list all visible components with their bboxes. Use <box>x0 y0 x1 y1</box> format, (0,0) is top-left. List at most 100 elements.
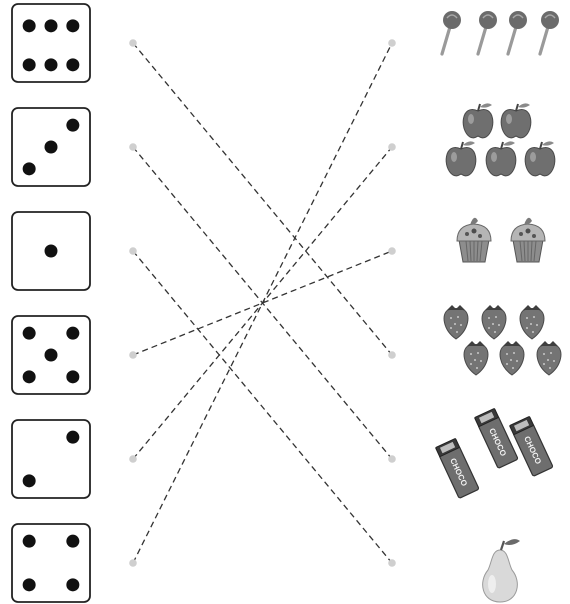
lollipop-candy <box>443 11 461 29</box>
lollipop-icon <box>540 11 559 54</box>
strawberry-seed <box>494 331 496 333</box>
strawberry-seed <box>488 317 490 319</box>
die-pip <box>66 119 79 132</box>
right-dot-3 <box>388 247 396 255</box>
strawberry-seed <box>550 352 552 354</box>
connection-line-6 <box>133 43 392 563</box>
connection-line-3 <box>133 251 392 563</box>
cupcake-icon <box>457 218 491 262</box>
strawberry-icon <box>500 341 524 375</box>
right-dot-4 <box>388 351 396 359</box>
lollipop-candy <box>479 11 497 29</box>
strawberry-leaves <box>467 341 485 346</box>
die-pip <box>66 327 79 340</box>
apple-body <box>463 110 493 138</box>
chocolate-bar-icon: CHOCO <box>510 416 554 476</box>
strawberry-seed <box>488 327 490 329</box>
die-pip <box>45 19 58 32</box>
cupcake-icon <box>511 218 545 262</box>
strawberry-seed <box>480 360 482 362</box>
picture-group-3-cupcake <box>457 218 545 262</box>
die-pip <box>23 474 36 487</box>
strawberry-body <box>482 309 506 340</box>
lollipop-icon <box>508 11 527 54</box>
apple-leaf <box>480 103 492 107</box>
left-dot-3 <box>129 247 137 255</box>
apple-body <box>501 110 531 138</box>
right-dot-2 <box>388 143 396 151</box>
strawberry-seed <box>474 359 476 361</box>
pear-leaf <box>504 539 520 545</box>
cupcake-cherry <box>526 229 531 234</box>
strawberry-seed <box>470 353 472 355</box>
picture-group-4-strawberry <box>444 305 561 375</box>
strawberry-seed <box>477 352 479 354</box>
strawberry-body <box>444 309 468 340</box>
cupcake-sprinkle <box>465 232 469 236</box>
strawberry-icon <box>537 341 561 375</box>
strawberry-leaves <box>485 305 503 310</box>
die-pip <box>23 578 36 591</box>
strawberry-seed <box>506 353 508 355</box>
apple-shine <box>451 152 457 162</box>
apple-shine <box>530 152 536 162</box>
apple-leaf <box>518 103 530 107</box>
cupcake-sprinkle <box>532 234 536 238</box>
apple-leaf <box>463 141 475 145</box>
strawberry-seed <box>512 367 514 369</box>
die-5 <box>12 420 90 498</box>
chocolate-bar: CHOCO <box>510 416 554 476</box>
strawberry-seed <box>536 324 538 326</box>
connection-line-1 <box>133 43 392 355</box>
die-pip <box>45 349 58 362</box>
strawberry-seed <box>513 352 515 354</box>
die-3 <box>12 212 90 290</box>
apple-leaf <box>503 141 515 145</box>
apple-leaf <box>542 141 554 145</box>
chocolate-bar-icon: CHOCO <box>475 408 519 468</box>
strawberry-seed <box>533 316 535 318</box>
die-pip <box>66 19 79 32</box>
strawberry-icon <box>482 305 506 339</box>
strawberry-leaves <box>503 341 521 346</box>
dice-column <box>12 4 90 602</box>
strawberry-leaves <box>523 305 541 310</box>
left-dot-2 <box>129 143 137 151</box>
die-4 <box>12 316 90 394</box>
strawberry-seed <box>476 367 478 369</box>
strawberry-seed <box>454 323 456 325</box>
pear-icon <box>483 539 520 602</box>
strawberry-leaves <box>447 305 465 310</box>
die-face <box>12 420 90 498</box>
strawberry-body <box>464 345 488 376</box>
apple-shine <box>506 114 512 124</box>
strawberry-seed <box>457 316 459 318</box>
strawberry-body <box>537 345 561 376</box>
apple-body <box>486 148 516 176</box>
apple-body <box>446 148 476 176</box>
strawberry-seed <box>470 363 472 365</box>
strawberry-seed <box>450 317 452 319</box>
strawberry-seed <box>516 360 518 362</box>
picture-group-6-pear <box>483 539 520 602</box>
picture-group-5-chocolate-bar: CHOCOCHOCOCHOCO <box>436 408 554 498</box>
strawberry-seed <box>510 359 512 361</box>
strawberry-icon <box>464 341 488 375</box>
strawberry-seed <box>543 363 545 365</box>
chocolate-bar-icon: CHOCO <box>436 438 480 498</box>
lollipop-candy <box>509 11 527 29</box>
strawberry-seed <box>547 359 549 361</box>
left-dot-4 <box>129 351 137 359</box>
strawberry-seed <box>492 323 494 325</box>
die-face <box>12 524 90 602</box>
die-2 <box>12 108 90 186</box>
strawberry-seed <box>456 331 458 333</box>
die-pip <box>66 370 79 383</box>
apple-icon <box>486 141 516 175</box>
strawberry-seed <box>553 360 555 362</box>
die-pip <box>23 162 36 175</box>
apple-shine <box>491 152 497 162</box>
die-pip <box>45 245 58 258</box>
